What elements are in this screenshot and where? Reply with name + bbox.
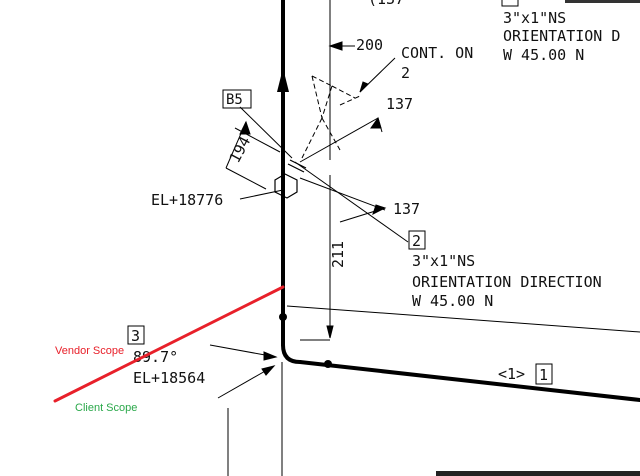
top-right-orientation: ORIENTATION D bbox=[503, 27, 620, 45]
client-scope-label: Client Scope bbox=[75, 402, 137, 414]
valve-symbol bbox=[274, 159, 307, 199]
branch-size: 3"x1"NS bbox=[412, 252, 475, 270]
weld-dot-lower bbox=[324, 360, 332, 368]
cont-on-label: CONT. ON bbox=[401, 44, 473, 62]
tag-3: 3 bbox=[131, 327, 140, 345]
dim-137-upper: 137 bbox=[386, 95, 413, 113]
flow-label: <1> bbox=[498, 365, 525, 383]
bottom-edge-bar bbox=[436, 471, 640, 476]
tag-1-box bbox=[535, 363, 553, 385]
dim-194: 194 bbox=[226, 134, 255, 166]
vendor-scope-label: Vendor Scope bbox=[55, 345, 124, 357]
top-right-direction: W 45.00 N bbox=[503, 46, 584, 64]
dimension-lines bbox=[209, 0, 640, 476]
top-right-tag-box bbox=[501, 0, 519, 7]
weld-dot-upper bbox=[279, 313, 287, 321]
dim-137-lower: 137 bbox=[393, 200, 420, 218]
branch-direction: W 45.00 N bbox=[412, 292, 493, 310]
tag-1: 1 bbox=[539, 366, 548, 384]
top-right-size: 3"x1"NS bbox=[503, 9, 566, 27]
elevation-lower: EL+18564 bbox=[133, 369, 205, 387]
top-clipped-text: (137 bbox=[368, 0, 404, 8]
tag-b5: B5 bbox=[226, 92, 243, 108]
scope-boundary-line bbox=[53, 285, 285, 403]
cont-on-number: 2 bbox=[401, 64, 410, 82]
branch-orientation: ORIENTATION DIRECTION bbox=[412, 273, 602, 291]
tag-2-box bbox=[408, 230, 426, 250]
tag-3-box bbox=[127, 325, 145, 345]
dim-200: 200 bbox=[356, 36, 383, 54]
elevation-upper: EL+18776 bbox=[151, 191, 223, 209]
tag-2: 2 bbox=[412, 232, 421, 250]
tag-b5-box bbox=[222, 89, 252, 109]
top-edge-bar bbox=[565, 0, 640, 3]
flow-arrow-icon bbox=[277, 68, 289, 92]
angle-label: 89.7° bbox=[133, 348, 178, 366]
branch-dashed-outline bbox=[301, 75, 361, 159]
dim-211: 211 bbox=[329, 241, 347, 268]
